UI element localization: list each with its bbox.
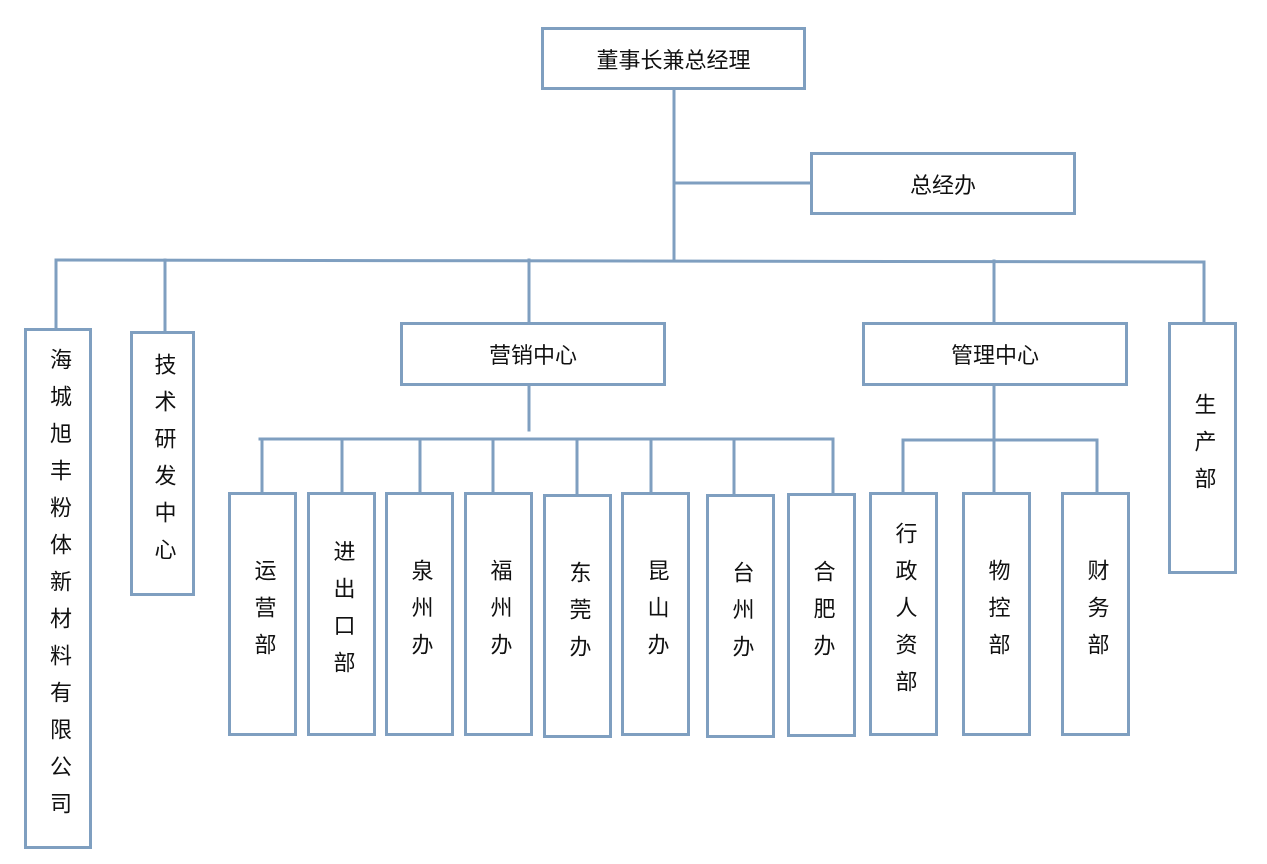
management-unit-box: 财务部 xyxy=(1061,492,1130,736)
marketing-unit-box: 福州办 xyxy=(464,492,533,736)
management-unit-box: 行政人资部 xyxy=(869,492,938,736)
management-center-box: 管理中心 xyxy=(862,322,1128,386)
marketing-unit-box: 台州办 xyxy=(706,494,775,738)
tech-center-box: 技术研发中心 xyxy=(130,331,195,596)
marketing-center-box: 营销中心 xyxy=(400,322,666,386)
marketing-unit-box: 昆山办 xyxy=(621,492,690,736)
marketing-unit-box: 泉州办 xyxy=(385,492,454,736)
marketing-unit-box: 运营部 xyxy=(228,492,297,736)
management-unit-box: 物控部 xyxy=(962,492,1031,736)
marketing-unit-box: 进出口部 xyxy=(307,492,376,736)
marketing-unit-box: 合肥办 xyxy=(787,493,856,737)
marketing-unit-box: 东莞办 xyxy=(543,494,612,738)
ceo-box: 董事长兼总经理 xyxy=(541,27,806,90)
production-box: 生产部 xyxy=(1168,322,1237,574)
general-office-box: 总经办 xyxy=(810,152,1076,215)
subsidiary-box: 海城旭丰粉体新材料有限公司 xyxy=(24,328,92,849)
